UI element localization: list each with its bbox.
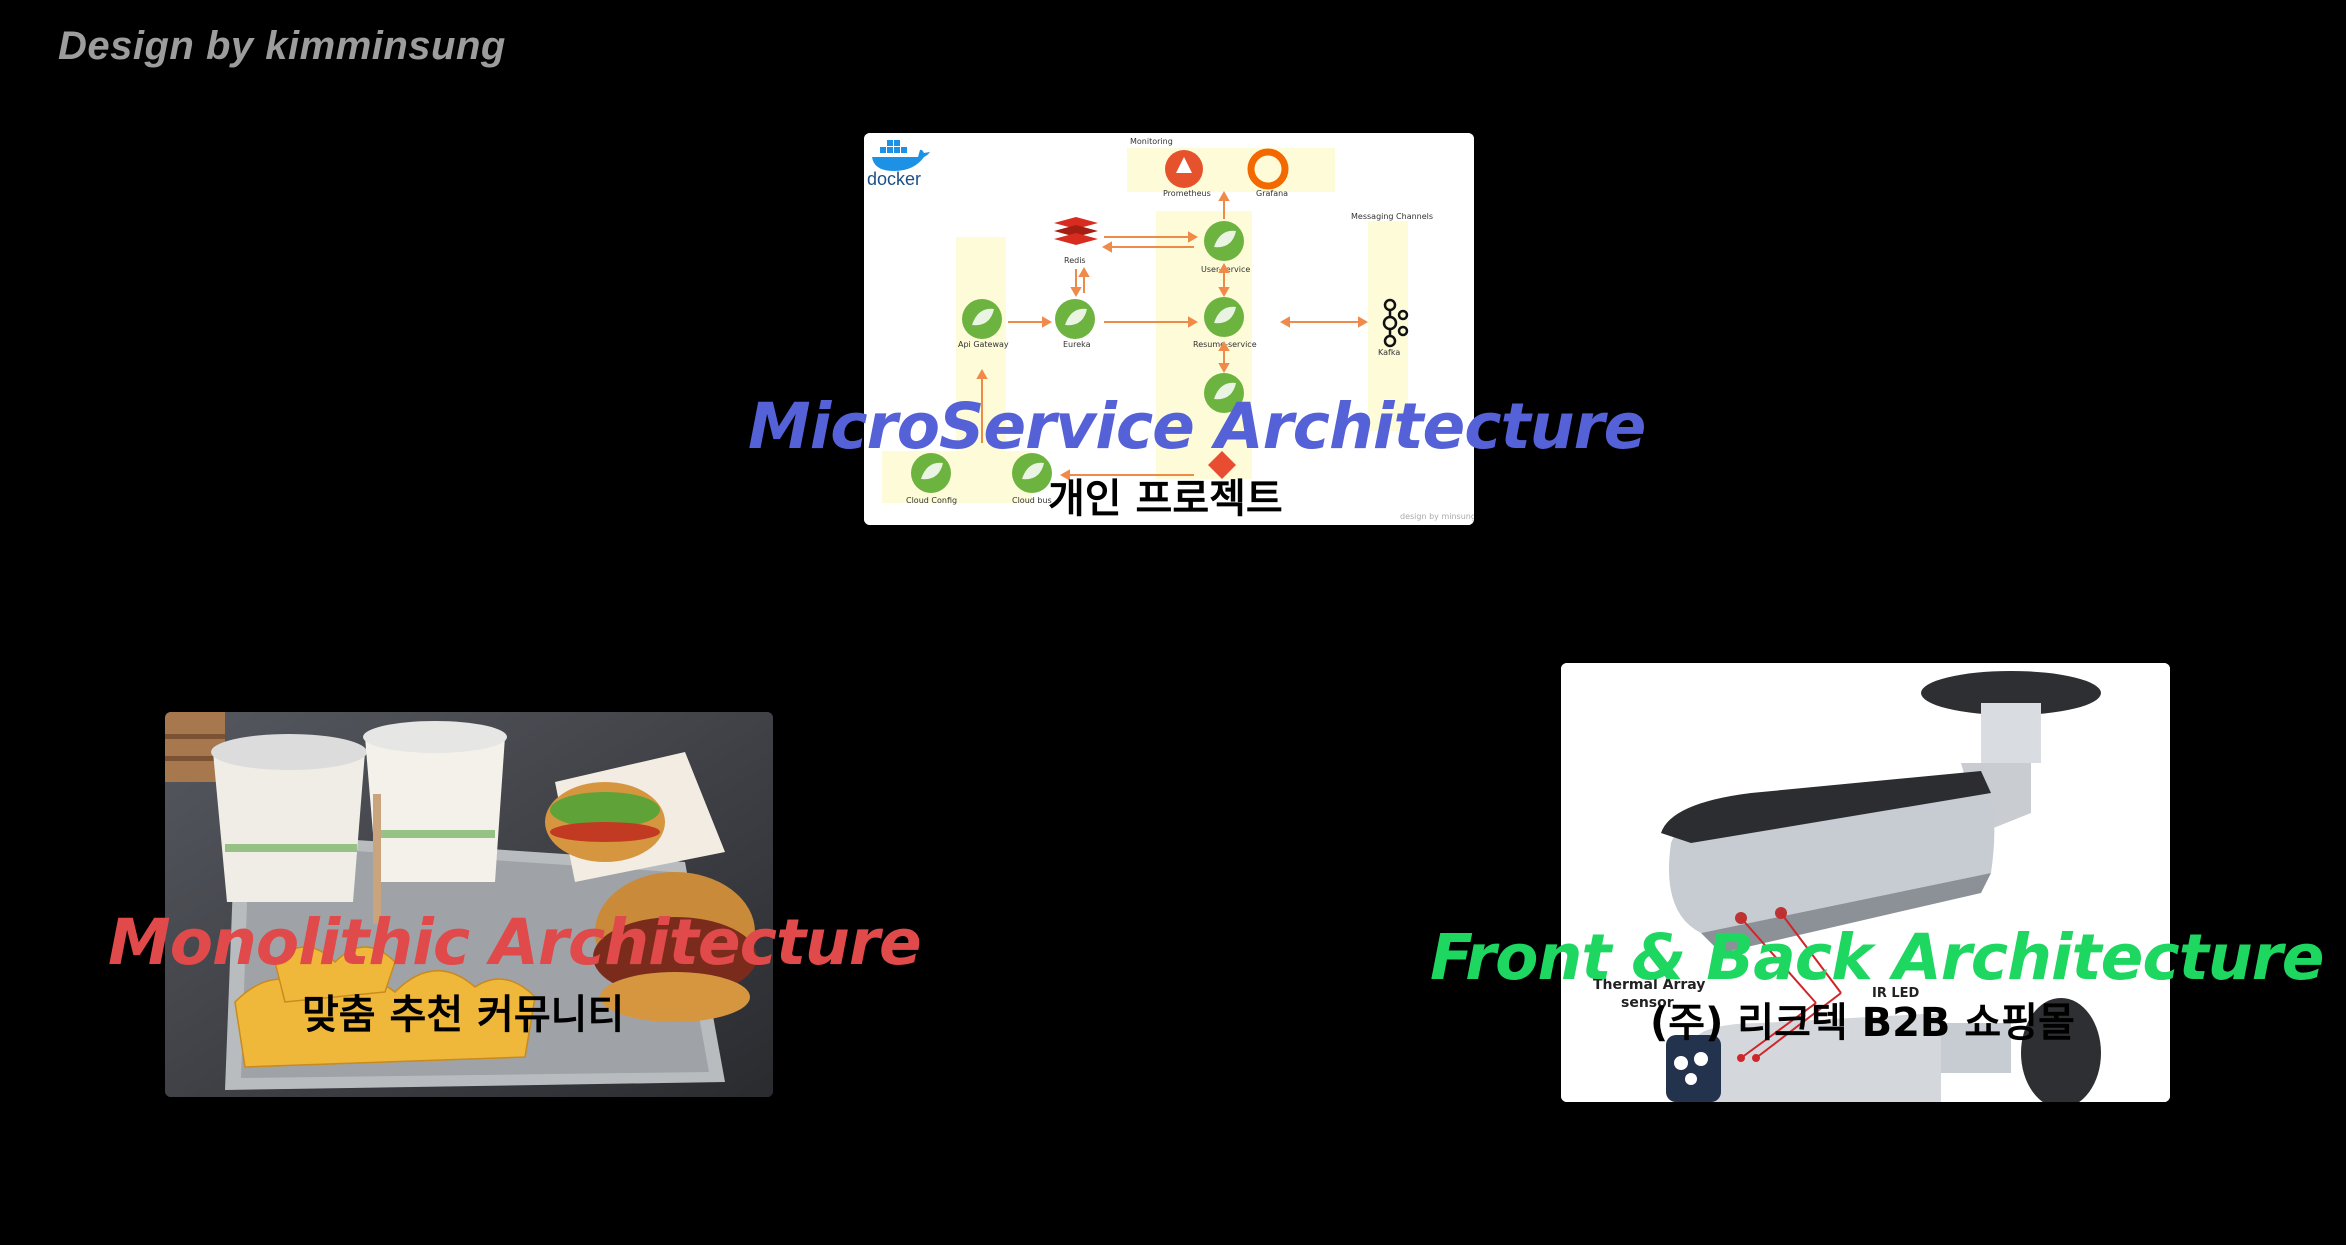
node-api-gateway: Api Gateway	[958, 340, 1009, 349]
frontback-title[interactable]: Front & Back Architecture	[1430, 921, 2325, 994]
frontback-thumbnail[interactable]: Thermal Array sensor IR LED	[1561, 663, 2170, 1102]
docker-icon	[872, 140, 930, 171]
git-icon	[1208, 451, 1236, 479]
annotation-lines	[1737, 912, 1842, 1062]
monitoring-label: Monitoring	[1130, 137, 1173, 146]
node-grafana: Grafana	[1256, 189, 1288, 198]
cctv-camera-top	[1661, 671, 2101, 953]
kafka-icon	[1382, 298, 1409, 348]
camera-photo: Thermal Array sensor IR LED	[1561, 663, 2170, 1102]
msa-title[interactable]: MicroService Architecture	[748, 390, 1646, 463]
burger	[545, 752, 757, 1022]
msa-thumbnail[interactable]: docker Monitoring Messaging Channels Pro…	[864, 133, 1474, 525]
docker-label: docker	[867, 169, 921, 189]
redis-icon	[1054, 217, 1098, 245]
label-thermal: Thermal Array	[1593, 977, 1705, 993]
node-prometheus: Prometheus	[1163, 189, 1211, 198]
node-cloud-bus: Cloud bus	[1012, 496, 1052, 505]
monolithic-title[interactable]: Monolithic Architecture	[108, 906, 922, 979]
frontback-subtitle: (주) 리크텍 B2B 쇼핑몰	[1650, 1000, 2075, 1046]
drink-cups	[211, 721, 507, 924]
node-cloud-config: Cloud Config	[906, 496, 957, 505]
cctv-camera-bottom	[1666, 998, 2101, 1102]
diagram-arrows	[976, 190, 1369, 481]
messaging-label: Messaging Channels	[1351, 212, 1433, 221]
fries	[234, 946, 536, 1068]
node-eureka: Eureka	[1063, 340, 1091, 349]
design-credit: Design by kimminsung	[58, 24, 506, 68]
monolithic-subtitle: 맞춤 추천 커뮤니티	[302, 992, 625, 1038]
diagram-footer: design by minsung	[1400, 512, 1474, 521]
label-ir-led: IR LED	[1872, 986, 1920, 1001]
label-sensor: sensor	[1621, 995, 1674, 1011]
food-photo	[165, 712, 773, 1097]
node-kafka: Kafka	[1378, 348, 1400, 357]
monolithic-thumbnail[interactable]	[165, 712, 773, 1097]
msa-subtitle: 개인 프로젝트	[1048, 476, 1283, 522]
msa-diagram: docker Monitoring Messaging Channels Pro…	[864, 133, 1474, 525]
grafana-icon	[1247, 148, 1289, 190]
node-redis: Redis	[1064, 256, 1086, 265]
